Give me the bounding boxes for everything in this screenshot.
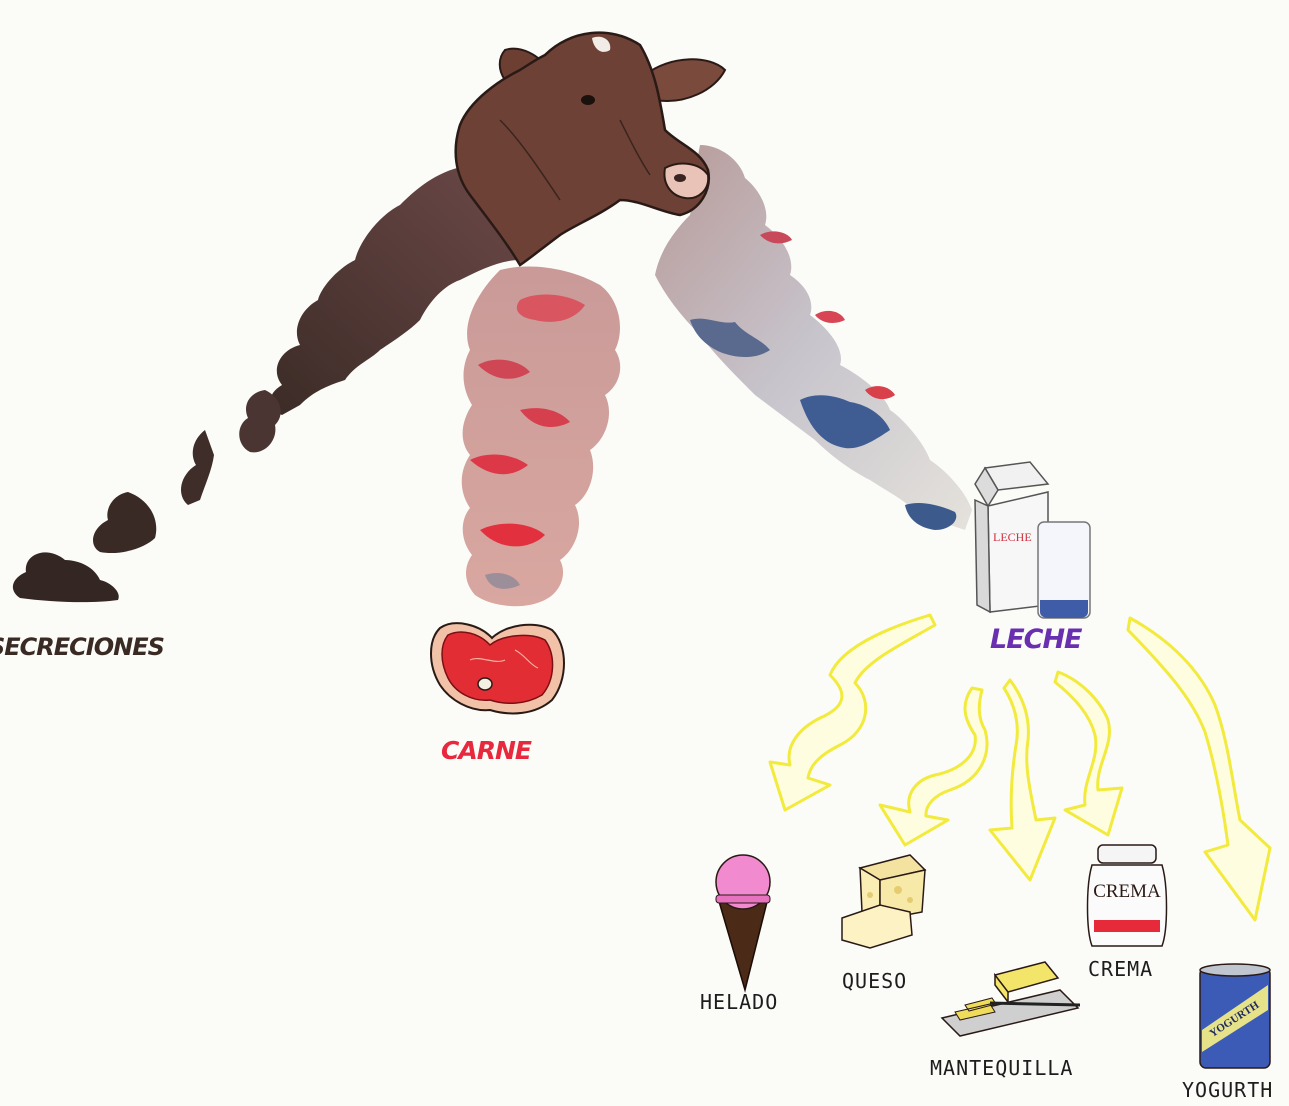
butter-knife xyxy=(989,1001,1081,1007)
steak-marbling xyxy=(469,649,539,669)
label-mantequilla: MANTEQUILLA xyxy=(930,1056,1074,1080)
label-carne: CARNE xyxy=(441,736,532,765)
milk-smoke-trail xyxy=(655,145,972,530)
secretions-cloud-2 xyxy=(181,430,214,505)
yogurt-can-label-band xyxy=(1202,985,1268,1052)
label-leche: LECHE xyxy=(990,624,1083,655)
meat-smoke-grey-1 xyxy=(485,573,520,589)
milk-smoke-blue-3 xyxy=(905,502,957,530)
cheese-hole xyxy=(894,886,902,894)
label-secreciones: SECRECIONES xyxy=(0,633,165,661)
cheese-illustration xyxy=(841,854,927,949)
arrow-to-helado xyxy=(768,613,937,812)
cow-head-white-spot xyxy=(592,36,611,52)
cheese-hole xyxy=(907,897,913,903)
milk-smoke-main xyxy=(655,145,972,530)
yogurt-can-top xyxy=(1199,963,1271,977)
cream-jar-text: CREMA xyxy=(1093,881,1161,902)
milk-carton-text: LECHE xyxy=(993,530,1032,544)
meat-smoke-red-2 xyxy=(478,359,530,379)
milk-smoke-red-3 xyxy=(760,231,792,244)
cream-jar-body xyxy=(1086,864,1168,947)
secretions-cloud-1 xyxy=(239,390,281,453)
milk-smoke-blue-1 xyxy=(690,318,770,357)
milk-carton-top-side xyxy=(974,466,999,508)
meat-smoke-red-5 xyxy=(480,523,545,547)
cow-head-shape xyxy=(454,31,710,267)
arrow-to-yogurth xyxy=(1126,616,1272,922)
ice-cream-illustration xyxy=(715,854,771,993)
secretions-smoke-trail xyxy=(12,165,540,603)
secretions-cloud-3 xyxy=(93,492,157,554)
cow-eye xyxy=(581,95,595,105)
arrow-to-queso xyxy=(878,686,989,847)
yogurt-can-illustration: YOGURTH xyxy=(1199,963,1271,1069)
cow-head-shading xyxy=(499,119,651,201)
steak-meat xyxy=(441,631,554,705)
cow-head xyxy=(454,31,727,267)
arrows-from-milk xyxy=(768,613,1272,922)
label-helado: HELADO xyxy=(700,990,779,1014)
meat-smoke-red-3 xyxy=(520,408,570,427)
milk-smoke-blue-2 xyxy=(800,395,890,449)
cheese-hole xyxy=(867,892,873,898)
meat-smoke-red-1 xyxy=(516,294,585,322)
cream-jar-lid xyxy=(1097,844,1157,864)
meat-smoke-column xyxy=(461,266,621,607)
arrow-to-mantequilla xyxy=(988,678,1057,882)
cream-jar-stripe xyxy=(1094,920,1160,932)
label-queso: QUESO xyxy=(842,969,908,993)
label-crema: CREMA xyxy=(1088,957,1154,981)
milk-carton-and-glass: LECHE xyxy=(974,461,1091,619)
meat-smoke-red-4 xyxy=(470,454,528,475)
butter-dish xyxy=(940,989,1080,1037)
cow-nose xyxy=(663,162,710,200)
cheese-slices xyxy=(841,904,913,949)
steak-illustration xyxy=(430,622,565,715)
cream-jar-illustration: CREMA xyxy=(1086,844,1168,947)
milk-smoke-red-1 xyxy=(865,386,895,400)
milk-smoke-red-2 xyxy=(815,310,845,323)
butter-illustration xyxy=(940,961,1081,1037)
arrow-to-crema xyxy=(1053,670,1124,837)
ice-cream-rim xyxy=(715,894,771,904)
milk-carton-side xyxy=(974,498,991,614)
steak-bone xyxy=(477,677,493,691)
secretions-cloud-4 xyxy=(12,552,119,603)
cow-nostril xyxy=(674,174,686,182)
label-yogurth: YOGURTH xyxy=(1182,1078,1274,1102)
milk-glass-bottom xyxy=(1040,600,1088,618)
secretions-smoke-main xyxy=(270,165,540,415)
ice-cream-cone xyxy=(716,897,769,993)
meat-smoke-main xyxy=(461,266,621,607)
